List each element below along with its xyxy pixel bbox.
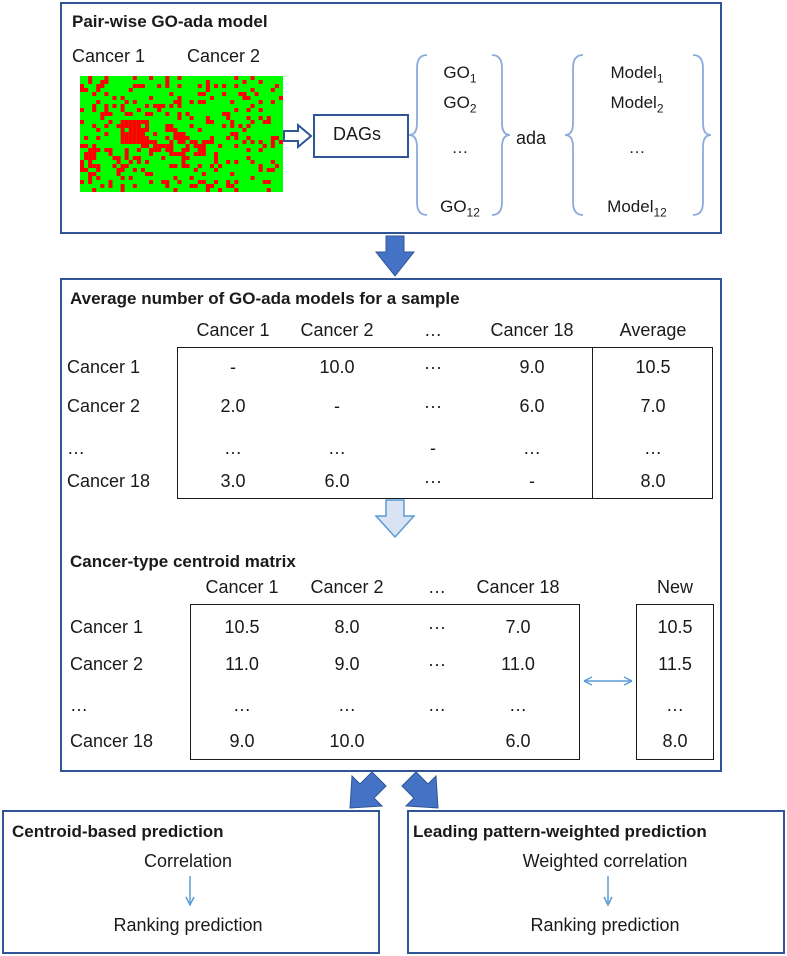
- model-item: …: [628, 138, 646, 157]
- centroid-column-header: Cancer 18: [476, 577, 560, 597]
- average-column-header: Cancer 18: [490, 320, 574, 340]
- centroid-row-label: …: [70, 695, 88, 715]
- centroid-table-cell: …: [509, 695, 527, 715]
- centroid-table-cell: 6.0: [505, 731, 531, 751]
- new-sample-cell: 8.0: [662, 731, 688, 751]
- weighted-correlation-step: Weighted correlation: [522, 851, 688, 871]
- average-table-cell: ···: [424, 396, 442, 416]
- average-table-cell: 3.0: [220, 471, 246, 491]
- dags-label: DAGs: [333, 124, 382, 144]
- centroid-matrix-border: [190, 604, 580, 760]
- centroid-column-header: Cancer 1: [205, 577, 279, 597]
- centroid-table-cell: ···: [428, 617, 446, 637]
- centroid-table-cell: 9.0: [334, 654, 360, 674]
- weighted-prediction-title: Leading pattern-weighted prediction: [413, 822, 707, 841]
- ada-label: ada: [516, 128, 547, 148]
- centroid-prediction-title: Centroid-based prediction: [12, 822, 224, 841]
- centroid-table-cell: 11.0: [501, 654, 535, 674]
- average-table-cell: 7.0: [640, 396, 666, 416]
- new-sample-cell: …: [666, 695, 684, 715]
- centroid-table-cell: …: [338, 695, 356, 715]
- average-table-cell: …: [224, 438, 242, 458]
- average-column-header: …: [424, 320, 442, 340]
- centroid-ranking-step: Ranking prediction: [113, 915, 263, 935]
- average-table-cell: 2.0: [220, 396, 246, 416]
- centroid-table-cell: …: [233, 695, 251, 715]
- average-column-header: Average: [619, 320, 687, 340]
- dags-box: [313, 114, 409, 158]
- centroid-column-header: Cancer 2: [310, 577, 384, 597]
- down-arrow-panel1-to-panel2-icon: [374, 235, 416, 277]
- average-table-cell: …: [328, 438, 346, 458]
- average-column-header: Cancer 1: [196, 320, 270, 340]
- centroid-table-cell: …: [428, 695, 446, 715]
- pairwise-go-ada-title: Pair-wise GO-ada model: [72, 12, 268, 31]
- average-column-border: [592, 347, 713, 499]
- correlation-step: Correlation: [143, 851, 233, 871]
- new-sample-border: [636, 604, 714, 760]
- centroid-table-cell: 7.0: [505, 617, 531, 637]
- centroid-row-label: Cancer 1: [70, 617, 144, 637]
- new-sample-cell: 10.5: [657, 617, 693, 637]
- average-table-cell: 6.0: [324, 471, 350, 491]
- average-table-cell: -: [230, 357, 236, 377]
- average-row-label: Cancer 1: [67, 357, 141, 377]
- average-table-cell: ···: [424, 471, 442, 491]
- centroid-prediction-panel: [2, 810, 380, 954]
- centroid-table-cell: 10.0: [329, 731, 365, 751]
- average-table-cell: 10.0: [319, 357, 355, 377]
- average-table-cell: 6.0: [519, 396, 545, 416]
- average-table-cell: 8.0: [640, 471, 666, 491]
- centroid-row-label: Cancer 2: [70, 654, 144, 674]
- go-term: GO12: [440, 197, 480, 220]
- average-table-cell: 9.0: [519, 357, 545, 377]
- model-item: Model12: [607, 197, 667, 220]
- weighted-prediction-panel: [407, 810, 785, 954]
- average-table-cell: …: [523, 438, 541, 458]
- heatmap-label-cancer-2: Cancer 2: [187, 46, 261, 66]
- average-row-label: …: [67, 438, 85, 458]
- go-term: GO1: [443, 63, 477, 86]
- average-table-cell: ···: [424, 357, 442, 377]
- average-table-cell: 10.5: [635, 357, 671, 377]
- model-item: Model2: [610, 93, 664, 116]
- centroid-column-header: …: [428, 577, 446, 597]
- go-term: GO2: [443, 93, 477, 116]
- average-table-cell: -: [430, 438, 436, 458]
- centroid-matrix-title: Cancer-type centroid matrix: [70, 552, 296, 571]
- model-item: Model1: [610, 63, 664, 86]
- centroid-row-label: Cancer 18: [70, 731, 154, 751]
- average-table-cell: -: [334, 396, 340, 416]
- centroid-table-cell: 10.5: [224, 617, 260, 637]
- centroid-table-cell: ···: [428, 654, 446, 674]
- weighted-ranking-step: Ranking prediction: [530, 915, 680, 935]
- new-sample-cell: 11.5: [658, 654, 692, 674]
- heatmap-label-cancer-1: Cancer 1: [72, 46, 146, 66]
- go-term: …: [451, 138, 469, 157]
- down-right-arrow-icon: [401, 771, 439, 809]
- average-column-header: Cancer 2: [300, 320, 374, 340]
- average-row-label: Cancer 18: [67, 471, 151, 491]
- average-row-label: Cancer 2: [67, 396, 141, 416]
- new-sample-header: New: [656, 577, 694, 597]
- average-models-title: Average number of GO-ada models for a sa…: [70, 289, 460, 308]
- centroid-table-cell: 11.0: [225, 654, 259, 674]
- centroid-table-cell: 8.0: [334, 617, 360, 637]
- average-table-cell: -: [529, 471, 535, 491]
- average-table-cell: …: [644, 438, 662, 458]
- centroid-table-cell: 9.0: [229, 731, 255, 751]
- down-left-arrow-icon: [349, 771, 387, 809]
